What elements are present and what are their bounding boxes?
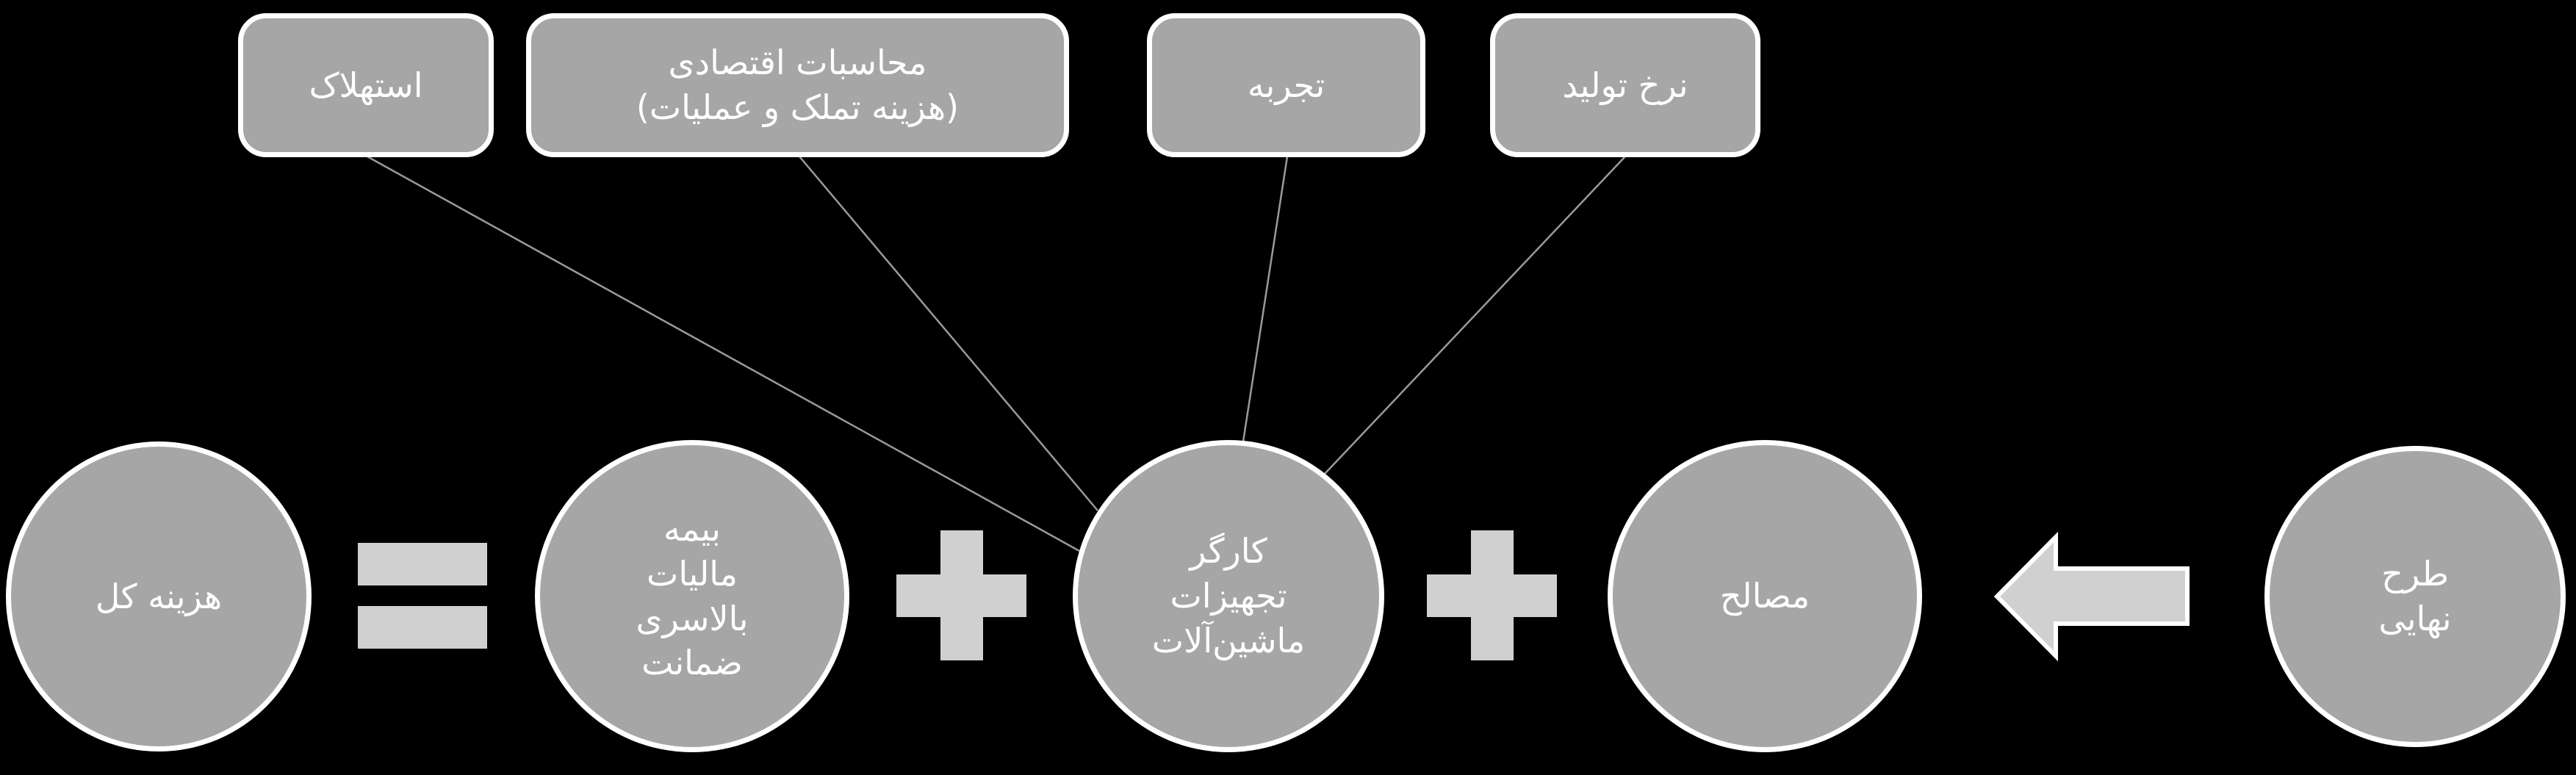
factor-label-economic-calculations: محاسبات اقتصادی (هزینه تملک و عملیات) [636,43,960,127]
circle-final-design: طرح نهایی [2264,446,2566,747]
plus-2-vertical-bar [1471,530,1514,660]
factor-label-production-rate: نرخ تولید [1562,65,1688,105]
circle-label-total-cost: هزینه کل [95,576,223,616]
circle-label-labor-group: کارگر تجهیزات ماشین‌آلات [1151,531,1306,660]
left-arrow [1993,531,2190,662]
circle-label-materials: مصالح [1719,576,1810,616]
circle-materials: مصالح [1608,440,1922,752]
plus-sign-1 [896,530,1026,660]
factor-box-economic-calculations: محاسبات اقتصادی (هزینه تملک و عملیات) [526,13,1069,157]
circle-labor-group: کارگر تجهیزات ماشین‌آلات [1073,440,1384,752]
factor-box-depreciation: استهلاک [238,13,494,157]
circle-label-overhead-group: بیمه مالیات بالاسری ضمانت [636,509,749,683]
equals-bottom-bar [358,606,487,649]
equals-sign [358,543,487,649]
circle-label-final-design: طرح نهایی [2378,554,2452,638]
circle-total-cost: هزینه کل [6,441,312,751]
circle-overhead-group: بیمه مالیات بالاسری ضمانت [535,440,849,752]
connector-production-rate [1323,156,1626,475]
connector-economic-calculations [799,156,1098,511]
plus-1-vertical-bar [940,530,983,660]
factor-label-depreciation: استهلاک [309,65,423,105]
plus-sign-2 [1427,530,1557,660]
connector-experience [1242,156,1289,442]
factor-box-experience: تجربه [1147,13,1425,157]
equals-top-bar [358,543,487,585]
connector-depreciation [365,154,1080,552]
factor-label-experience: تجربه [1247,65,1325,105]
factor-box-production-rate: نرخ تولید [1490,13,1760,157]
